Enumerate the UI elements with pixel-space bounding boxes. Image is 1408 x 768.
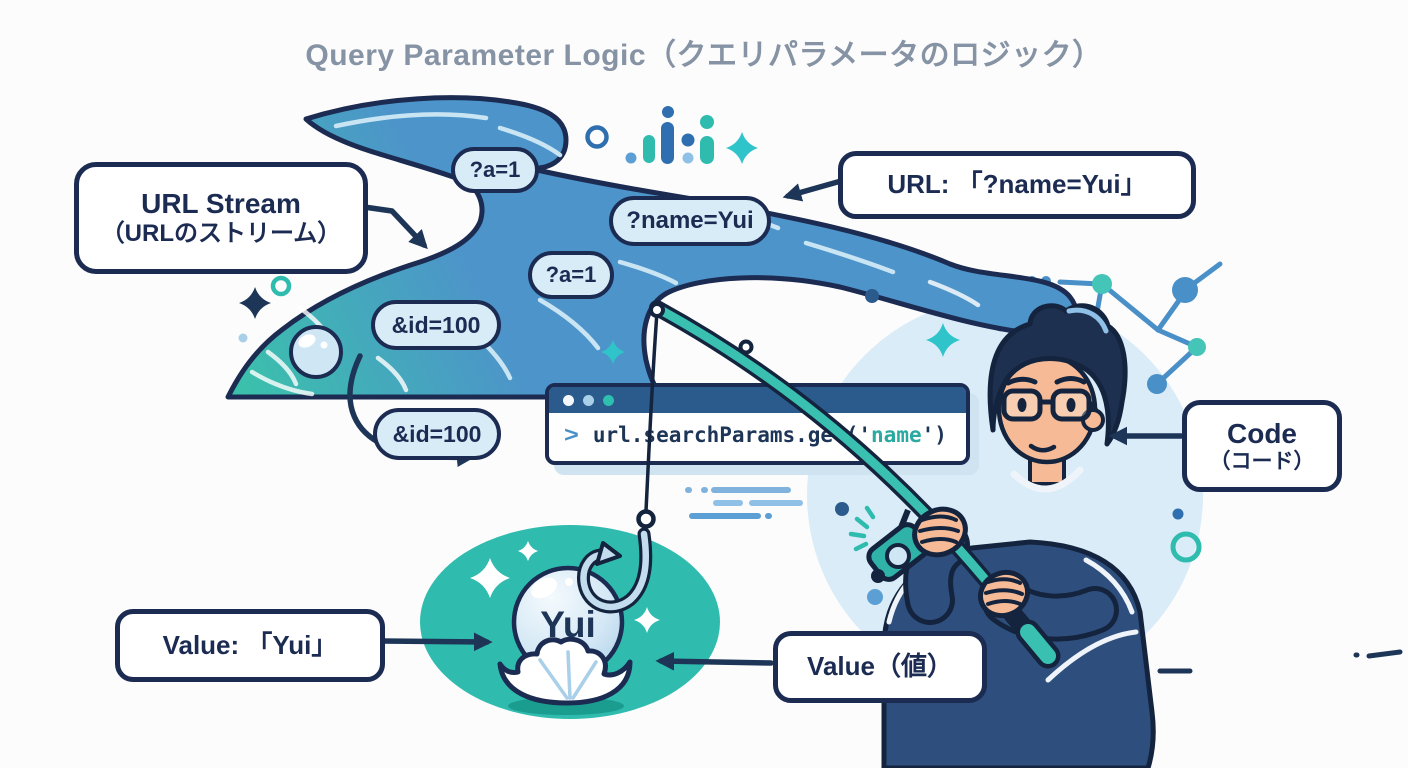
dash-dot-decoration [1143, 649, 1403, 675]
window-dot-icon [583, 394, 594, 406]
value-yui-label: Value: 「Yui」 [162, 629, 338, 660]
pearl-value-text: Yui [540, 604, 596, 645]
eye [1017, 398, 1027, 412]
code-argument: name [871, 423, 922, 447]
url-value-label: URL: 「?name=Yui」 [887, 169, 1147, 200]
code-text: url.searchParams.get( [592, 423, 859, 447]
ring-icon [585, 125, 609, 149]
page-title: Query Parameter Logic（クエリパラメータのロジック） [305, 39, 1103, 72]
stream-param-pill: ?name=Yui [609, 196, 771, 246]
url-stream-label-jp: （URLのストリーム） [100, 220, 342, 248]
code-quote: ' [858, 423, 872, 447]
stream-param-pill: &id=100 [373, 408, 501, 460]
code-label-box: Code （コード） [1182, 400, 1342, 492]
skeleton-text-lines [685, 487, 803, 519]
code-window: >url.searchParams.get('name') [545, 383, 970, 465]
code-label-jp: （コード） [1209, 450, 1315, 474]
ring-icon [1170, 531, 1202, 563]
url-stream-label-box: URL Stream （URLのストリーム） [74, 162, 368, 274]
shell-icon [497, 636, 633, 706]
shell-lines [538, 650, 598, 700]
river-wave-lines [333, 112, 896, 381]
code-text: ) [934, 423, 947, 447]
eye [1066, 398, 1076, 412]
code-window-titlebar [549, 387, 966, 413]
terminal-prompt-icon: > [564, 422, 579, 447]
bubble-icon [289, 325, 343, 379]
url-stream-label-en: URL Stream [141, 188, 301, 220]
pearl-highlight [530, 577, 558, 599]
sparkle-icon [601, 340, 625, 364]
code-quote: ' [921, 423, 935, 447]
value-label-box: Value（値） [773, 631, 987, 703]
sparkle-icon [726, 132, 758, 164]
stream-param-pill: ?a=1 [451, 147, 539, 193]
window-dot-icon [563, 394, 574, 406]
value-label: Value（値） [807, 651, 953, 682]
sparkle-icon [239, 287, 271, 319]
stream-param-pill: ?a=1 [528, 251, 614, 299]
url-value-label-box: URL: 「?name=Yui」 [838, 151, 1196, 219]
ring-icon [270, 275, 292, 297]
hair-highlight [1066, 307, 1109, 334]
code-label-en: Code [1227, 417, 1297, 449]
stream-param-pill: &id=100 [371, 300, 501, 350]
value-yui-label-box: Value: 「Yui」 [115, 609, 385, 682]
window-dot-icon [603, 394, 614, 406]
equalizer-decoration [585, 106, 714, 164]
code-line: >url.searchParams.get('name') [549, 413, 966, 448]
